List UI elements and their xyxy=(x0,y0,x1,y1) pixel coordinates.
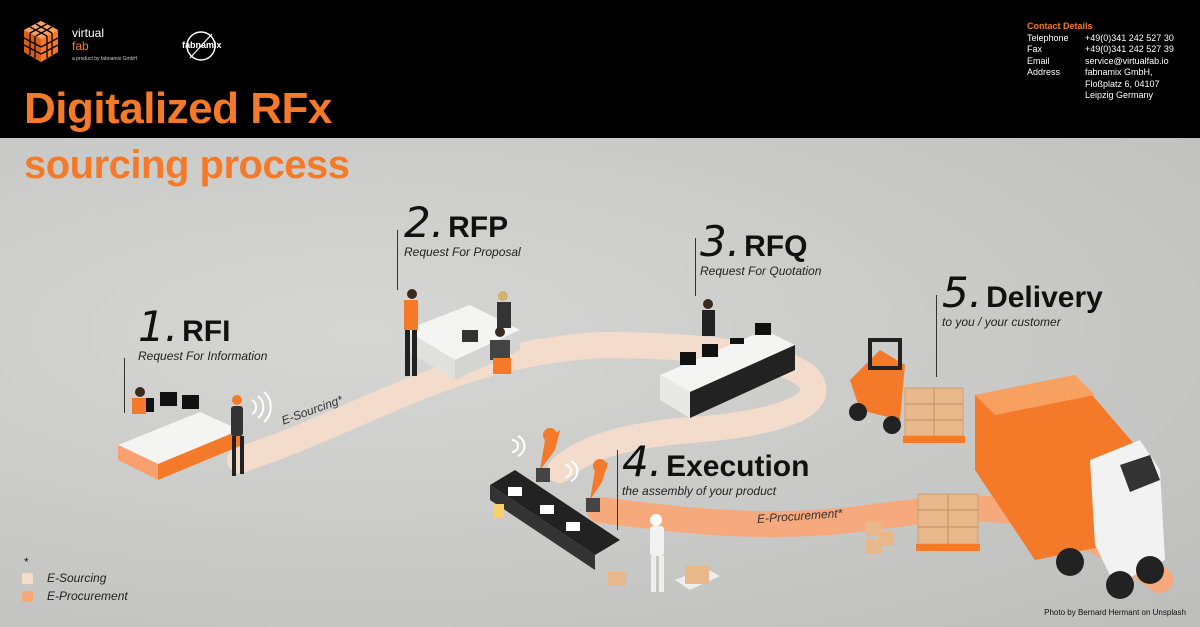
page-title: Digitalized RFx xyxy=(24,84,332,133)
step-description: Request For Quotation xyxy=(700,264,822,278)
step-number: 2. xyxy=(404,198,445,247)
step-execution: 4.Execution the assembly of your product xyxy=(622,437,809,498)
contact-row: Telephone +49(0)341 242 527 30 xyxy=(1027,33,1174,45)
contact-value[interactable]: +49(0)341 242 527 30 xyxy=(1085,32,1174,43)
rfi-desk-illustration xyxy=(118,387,272,480)
legend-label: E-Procurement xyxy=(47,589,128,603)
rfp-meeting-illustration xyxy=(404,289,520,380)
legend-label: E-Sourcing xyxy=(47,571,107,585)
step-number: 5. xyxy=(942,268,983,317)
contact-label xyxy=(1027,90,1085,102)
step-name: RFP xyxy=(448,211,509,244)
step-delivery: 5.Delivery to you / your customer xyxy=(942,268,1103,329)
contact-row: Address fabnamix GmbH, xyxy=(1027,67,1174,79)
contact-value[interactable]: service@virtualfab.io xyxy=(1085,55,1169,66)
contact-label: Fax xyxy=(1027,44,1043,54)
step-name: Delivery xyxy=(986,281,1103,314)
legend-item-e-procurement: E-Procurement xyxy=(22,587,128,605)
rfq-counter-illustration xyxy=(660,299,795,418)
contact-value: +49(0)341 242 527 39 xyxy=(1085,44,1174,54)
step-description: the assembly of your product xyxy=(622,484,777,498)
execution-assembly-line-illustration xyxy=(490,428,720,592)
step-description: Request For Proposal xyxy=(404,245,521,259)
step-description: Request For Information xyxy=(138,349,268,363)
contact-value: Leipzig Germany xyxy=(1085,90,1154,100)
brand-name: virtual fab xyxy=(72,27,104,53)
brand-line1: virtual xyxy=(72,26,105,40)
step-rfq: 3.RFQ Request For Quotation xyxy=(700,217,821,278)
contact-label: Email xyxy=(1027,55,1050,66)
legend-item-e-sourcing: E-Sourcing xyxy=(22,569,128,587)
step-name: Execution xyxy=(666,450,810,483)
e-procurement-swatch-icon xyxy=(22,590,33,602)
rfq-leader-line xyxy=(695,238,696,296)
contact-row: Floßplatz 6, 04107 xyxy=(1027,79,1174,91)
contact-label: Telephone xyxy=(1027,32,1069,43)
contact-row: Leipzig Germany xyxy=(1027,90,1174,102)
contact-details: Contact Details Telephone +49(0)341 242 5… xyxy=(1027,21,1174,102)
step-name: RFQ xyxy=(744,230,808,263)
e-sourcing-swatch-icon xyxy=(22,572,33,584)
page-subtitle: sourcing process xyxy=(24,143,350,187)
fabnamix-logo-icon xyxy=(186,31,216,61)
rfi-leader-line xyxy=(124,358,125,413)
contact-label: Address xyxy=(1027,67,1061,77)
step-rfp: 2.RFP Request For Proposal xyxy=(404,198,521,259)
legend: * E-Sourcing E-Procurement xyxy=(22,555,128,605)
contact-row: Fax +49(0)341 242 527 39 xyxy=(1027,44,1174,56)
execution-leader-line xyxy=(617,450,618,530)
partner-logo-text: fabnamix xyxy=(182,40,222,50)
delivery-truck-illustration xyxy=(865,375,1165,599)
brand-line2: fab xyxy=(72,39,89,53)
step-number: 3. xyxy=(700,217,741,266)
virtualfab-logo-icon xyxy=(23,21,59,62)
step-number: 1. xyxy=(138,302,179,351)
step-description: to you / your customer xyxy=(942,315,1061,329)
step-number: 4. xyxy=(622,437,663,486)
contact-value: Floßplatz 6, 04107 xyxy=(1085,78,1160,89)
step-rfi: 1.RFI Request For Information xyxy=(138,302,267,363)
photo-credit: Photo by Bernard Hermant on Unsplash xyxy=(1044,608,1186,617)
contact-value: fabnamix GmbH, xyxy=(1085,67,1153,77)
rfp-leader-line xyxy=(397,230,398,290)
contact-row: Email service@virtualfab.io xyxy=(1027,56,1174,68)
step-name: RFI xyxy=(182,315,231,348)
delivery-forklift-illustration xyxy=(849,338,965,443)
delivery-leader-line xyxy=(936,295,937,377)
legend-marker: * xyxy=(24,555,29,569)
brand-tagline: a product by fabnamix GmbH xyxy=(72,56,138,62)
header-bar xyxy=(0,0,1200,138)
contact-heading: Contact Details xyxy=(1027,21,1093,31)
contact-label xyxy=(1027,79,1085,91)
